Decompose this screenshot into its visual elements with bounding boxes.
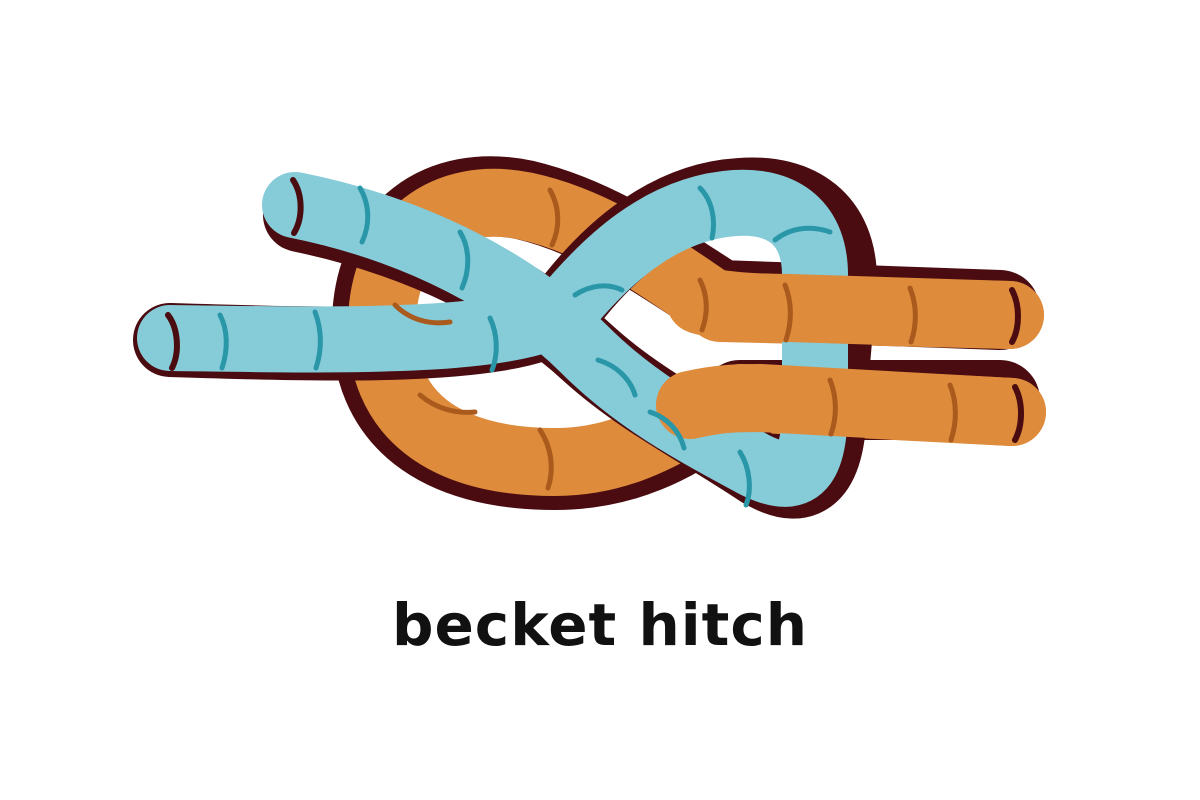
orange-rope-marks	[392, 187, 958, 491]
orange-rope-upper-over-segment	[666, 266, 1044, 349]
knot-name-caption: becket hitch	[391, 591, 809, 659]
rope-end-cuts	[165, 177, 1024, 443]
orange-rope-over-segment	[656, 364, 1046, 446]
blue-rope-marks	[217, 185, 833, 508]
